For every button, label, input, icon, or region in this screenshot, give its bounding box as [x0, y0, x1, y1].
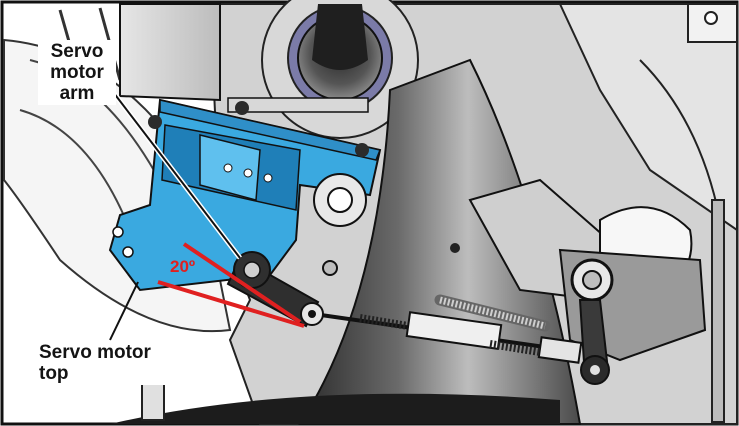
hub-shaft	[312, 4, 368, 70]
angle-label: 20º	[170, 257, 196, 276]
small-nut	[322, 260, 338, 276]
servo-arm-callout: Servo motor arm	[38, 40, 116, 105]
bottom-tire	[110, 393, 560, 424]
top-leader-line	[109, 281, 139, 341]
servo-arm-line-1: Servo	[50, 41, 104, 62]
frame-pillar	[298, 58, 582, 425]
servo-top-line-2: top	[39, 363, 69, 384]
arm-leader-line	[109, 87, 241, 259]
spring	[434, 294, 551, 332]
right-rail	[711, 199, 725, 423]
servo-top-line-1: Servo motor	[39, 342, 151, 363]
servo-body-shape	[108, 97, 382, 292]
servo-arm-line-2: motor	[50, 62, 104, 83]
corner-hole	[704, 11, 718, 25]
linkage-rod	[299, 310, 583, 364]
bottom-bolt	[141, 379, 165, 421]
top-bracket	[119, 3, 221, 102]
frame-curve	[639, 59, 721, 221]
servo-top-callout: Servo motor top	[36, 341, 192, 385]
servo-arm-line-3: arm	[59, 83, 95, 104]
angle-indicator	[157, 242, 305, 328]
